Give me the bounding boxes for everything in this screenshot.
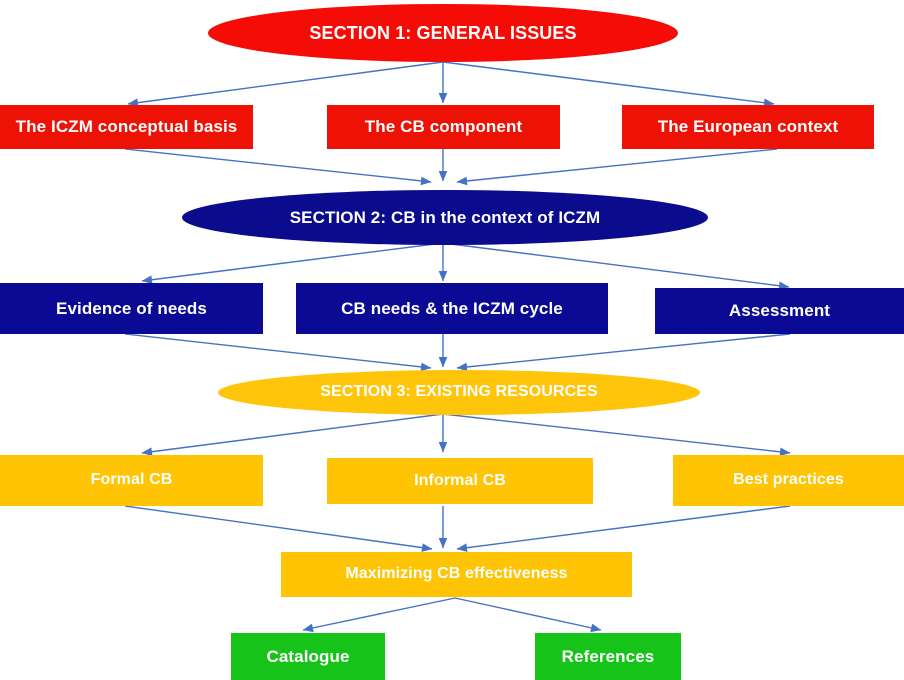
arrow-section3-to-formal-cb (141, 413, 444, 457)
node-evidence-of-needs[interactable]: Evidence of needs (0, 283, 263, 334)
arrow-best-practices-to-maximizing (456, 505, 791, 553)
node-label: References (561, 646, 655, 666)
arrow-section3-to-best-practices (442, 413, 791, 457)
arrow-evidence-of-needs-to-section3 (124, 333, 432, 372)
arrow-section2-to-assessment (442, 242, 790, 291)
node-label: Maximizing CB effectiveness (345, 565, 568, 583)
arrow-assessment-to-section3 (456, 333, 791, 372)
node-label: The European context (657, 117, 839, 137)
node-label: CB needs & the ICZM cycle (341, 298, 563, 318)
node-cb-component[interactable]: The CB component (327, 105, 560, 149)
section-2-ellipse[interactable]: SECTION 2: CB in the context of ICZM (182, 190, 708, 245)
node-label: Assessment (728, 301, 831, 321)
node-best-practices[interactable]: Best practices (673, 455, 904, 506)
arrow-maximizing-to-catalogue (302, 597, 456, 633)
arrow-section1-to-european-context (442, 61, 775, 108)
node-label: Evidence of needs (56, 298, 207, 318)
node-assessment[interactable]: Assessment (655, 288, 904, 334)
node-label: Best practices (733, 471, 844, 489)
node-label: The ICZM conceptual basis (15, 117, 238, 137)
arrow-iczm-conceptual-basis-to-section2 (124, 148, 432, 186)
node-label: The CB component (364, 117, 523, 137)
arrow-section2-to-evidence-of-needs (141, 242, 444, 285)
arrow-section1-to-iczm-conceptual-basis (127, 61, 444, 107)
node-label: Formal CB (90, 471, 173, 489)
node-european-context[interactable]: The European context (622, 105, 874, 149)
section-3-ellipse[interactable]: SECTION 3: EXISTING RESOURCES (218, 370, 700, 415)
arrow-formal-cb-to-maximizing (124, 505, 433, 552)
node-label: Informal CB (414, 471, 506, 489)
arrow-maximizing-to-references (454, 597, 602, 633)
node-informal-cb[interactable]: Informal CB (327, 458, 593, 504)
node-catalogue[interactable]: Catalogue (231, 633, 385, 680)
node-label: Catalogue (266, 646, 350, 666)
node-maximizing-cb-effectiveness[interactable]: Maximizing CB effectiveness (281, 552, 632, 597)
node-formal-cb[interactable]: Formal CB (0, 455, 263, 506)
section-1-label: SECTION 1: GENERAL ISSUES (309, 22, 577, 43)
arrow-european-context-to-section2 (456, 148, 778, 186)
node-iczm-conceptual-basis[interactable]: The ICZM conceptual basis (0, 105, 253, 149)
section-1-ellipse[interactable]: SECTION 1: GENERAL ISSUES (208, 4, 678, 62)
node-cb-needs-iczm-cycle[interactable]: CB needs & the ICZM cycle (296, 283, 608, 334)
section-3-label: SECTION 3: EXISTING RESOURCES (320, 383, 598, 401)
node-references[interactable]: References (535, 633, 681, 680)
section-2-label: SECTION 2: CB in the context of ICZM (289, 207, 601, 227)
